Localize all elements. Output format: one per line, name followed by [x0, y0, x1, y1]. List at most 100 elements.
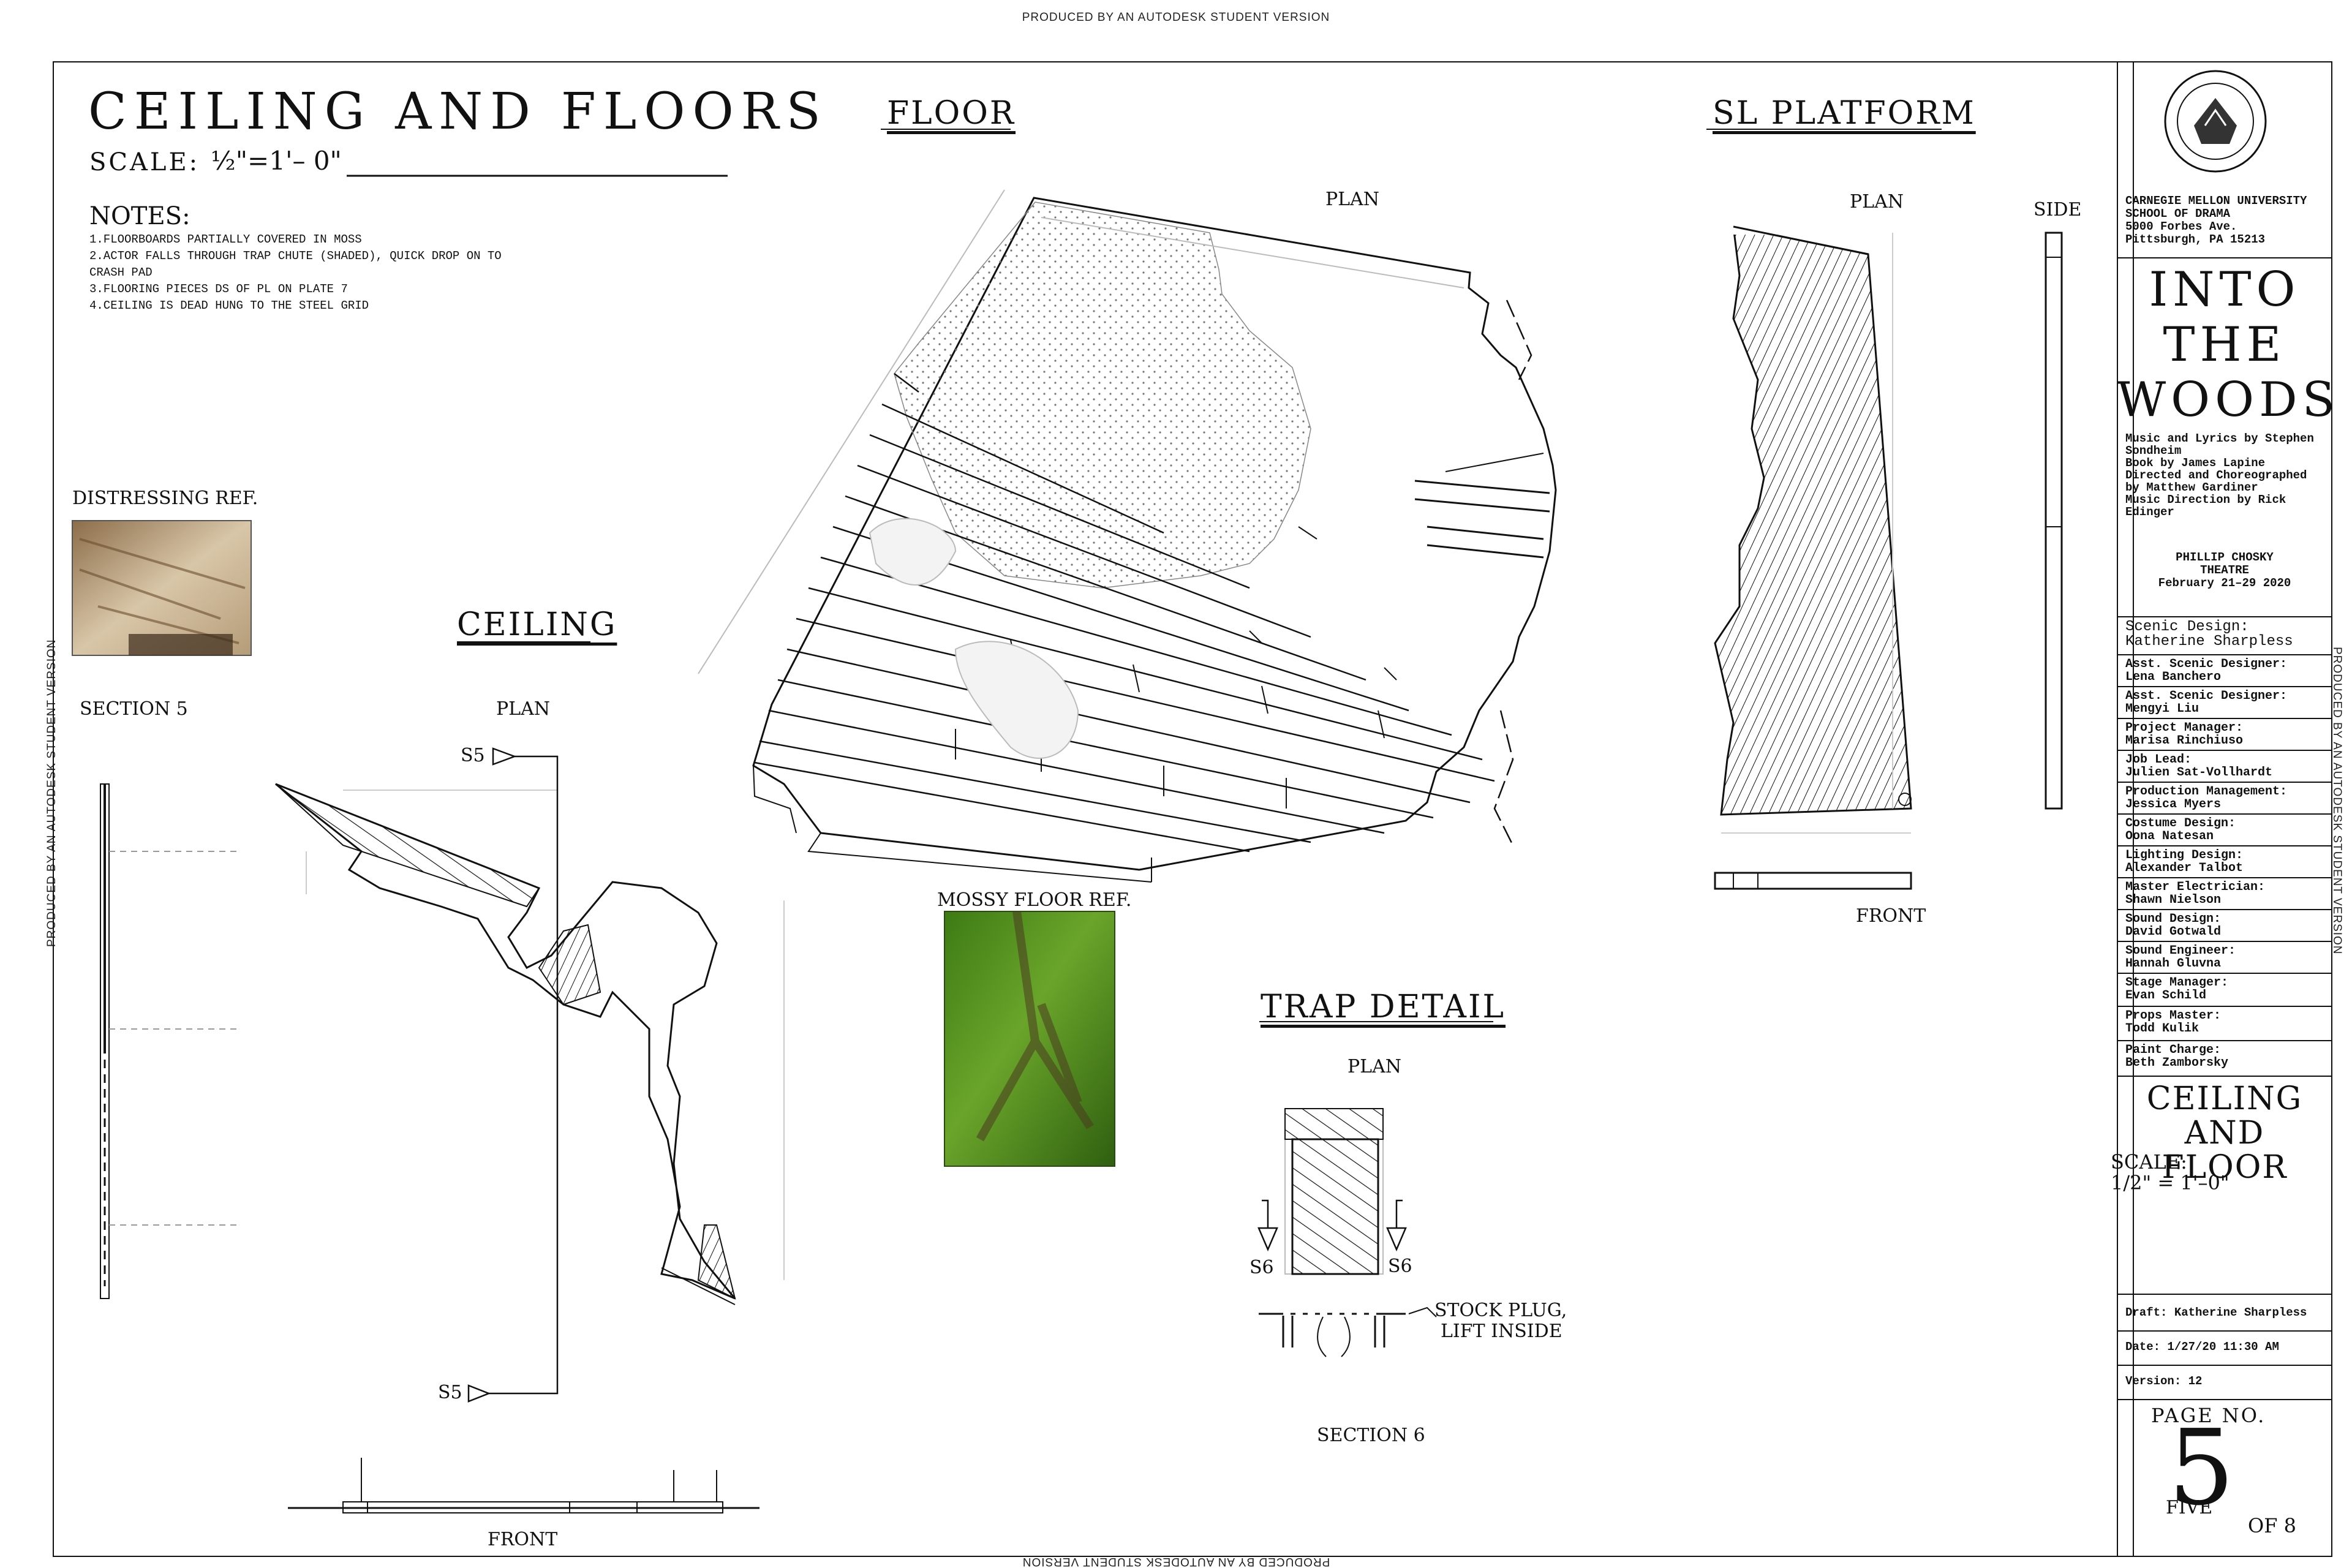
- staff-role: Asst. Scenic Designer:: [2125, 657, 2288, 671]
- note-line: 3.FLOORING PIECES DS OF PL ON PLATE 7: [89, 282, 348, 296]
- staff-row: Props Master: Todd Kulik: [2117, 1006, 2332, 1040]
- staff-row: Asst. Scenic Designer: Mengyi Liu: [2117, 686, 2332, 718]
- staff-role: Lighting Design:: [2125, 848, 2244, 862]
- sl-platform-heading: SL PLATFORM: [1713, 95, 1976, 132]
- date-line: Date: 1/27/20 11:30 AM: [2125, 1340, 2279, 1354]
- mossy-floor-ref-image: [944, 911, 1115, 1167]
- credit-line: Book by James Lapine: [2125, 456, 2266, 470]
- show-credits: Music and Lyrics by Stephen Sondheim Boo…: [2125, 432, 2314, 518]
- tb-divider: [2117, 1330, 2332, 1332]
- notes-heading: NOTES:: [89, 202, 190, 230]
- trap-detail-heading: TRAP DETAIL: [1261, 989, 1506, 1025]
- staff-row: Sound Engineer: Hannah Gluvna: [2117, 941, 2332, 973]
- credit-line: Edinger: [2125, 505, 2174, 519]
- staff-name: Hannah Gluvna: [2125, 957, 2222, 971]
- staff-role: Master Electrician:: [2125, 880, 2266, 894]
- staff-name: Oona Natesan: [2125, 829, 2214, 843]
- ceiling-front-label: FRONT: [488, 1529, 558, 1550]
- credit-line: Music Direction by Rick: [2125, 493, 2286, 507]
- ceiling-plan-drawing: [100, 641, 785, 1513]
- staff-row: Master Electrician: Shawn Nielson: [2117, 877, 2332, 909]
- show-title: INTO THE WOODS: [2117, 262, 2335, 428]
- staff-name: Shawn Nielson: [2125, 893, 2222, 907]
- trap-detail-drawing: [1257, 1021, 1493, 1357]
- staff-role: Sound Design:: [2125, 912, 2222, 926]
- tb-divider: [2117, 1294, 2332, 1295]
- page-word: FIVE: [2166, 1497, 2213, 1518]
- sheet-scale-value: ½"=1'– 0": [211, 146, 342, 176]
- note-line: 2.ACTOR FALLS THROUGH TRAP CHUTE (SHADED…: [89, 249, 502, 263]
- floor-heading: FLOOR: [887, 95, 1016, 132]
- sheet-title: CEILING AND FLOORS: [88, 83, 828, 141]
- s5-marker-top: S5: [461, 745, 485, 766]
- staff-row: Project Manager: Marisa Rinchiuso: [2117, 718, 2332, 750]
- staff-name: Lena Banchero: [2125, 670, 2222, 684]
- staff-role: Asst. Scenic Designer:: [2125, 689, 2288, 703]
- sheet-scale-label: SCALE:: [89, 148, 200, 176]
- staff-row: Costume Design: Oona Natesan: [2117, 813, 2332, 845]
- notes-list: 1.FLOORBOARDS PARTIALLY COVERED IN MOSS …: [89, 232, 502, 314]
- staff-role: Props Master:: [2125, 1009, 2222, 1023]
- school-dept: SCHOOL OF DRAMA: [2125, 207, 2231, 221]
- school-address-2: Pittsburgh, PA 15213: [2125, 233, 2266, 246]
- staff-row: Scenic Design: Katherine Sharpless: [2117, 616, 2332, 654]
- note-line: 4.CEILING IS DEAD HUNG TO THE STEEL GRID: [89, 299, 369, 312]
- note-line: CRASH PAD: [89, 266, 153, 279]
- distressing-ref-image: [72, 520, 252, 656]
- credit-line: by Matthew Gardiner: [2125, 481, 2258, 494]
- trap-plan-label: PLAN: [1348, 1056, 1402, 1077]
- ceiling-heading: CEILING: [457, 606, 617, 643]
- tb-scale-value: 1/2" = 1'–0": [2111, 1171, 2230, 1194]
- credit-line: Music and Lyrics by Stephen: [2125, 432, 2314, 445]
- watermark-top: PRODUCED BY AN AUTODESK STUDENT VERSION: [1022, 11, 1330, 24]
- tb-scale-label: SCALE:: [2111, 1150, 2187, 1174]
- show-title-line: INTO: [2149, 262, 2301, 317]
- staff-name: Katherine Sharpless: [2125, 633, 2293, 650]
- staff-name: Marisa Rinchiuso: [2125, 734, 2244, 748]
- tb-divider: [2117, 1399, 2332, 1400]
- staff-name: Julien Sat-Vollhardt: [2125, 766, 2273, 780]
- drawing-name-line: CEILING: [2146, 1080, 2303, 1117]
- staff-role: Job Lead:: [2125, 753, 2192, 767]
- sl-platform-front-label: FRONT: [1856, 905, 1926, 927]
- credit-line: Sondheim: [2125, 444, 2182, 458]
- venue-line: THEATRE: [2200, 564, 2249, 577]
- ceiling-plan-label: PLAN: [496, 698, 551, 720]
- s5-marker-bottom: S5: [438, 1382, 462, 1403]
- floor-plan-drawing: [698, 129, 1557, 883]
- show-title-line: THE: [2163, 317, 2286, 372]
- tb-divider: [2117, 1076, 2332, 1077]
- tb-divider: [2117, 257, 2332, 258]
- staff-name: Beth Zamborsky: [2125, 1056, 2229, 1070]
- title-block: [2117, 61, 2332, 1557]
- cmu-seal-icon: [2164, 70, 2267, 173]
- floor-plan-label: PLAN: [1325, 189, 1380, 210]
- credit-line: Directed and Choreographed: [2125, 469, 2307, 482]
- draft-line: Draft: Katherine Sharpless: [2125, 1306, 2307, 1319]
- venue-dates: February 21–29 2020: [2158, 576, 2291, 590]
- staff-name: Alexander Talbot: [2125, 861, 2244, 875]
- staff-row: Sound Design: David Gotwald: [2117, 909, 2332, 941]
- staff-name: Todd Kulik: [2125, 1022, 2199, 1036]
- version-line: Version: 12: [2125, 1374, 2203, 1388]
- staff-role: Project Manager:: [2125, 721, 2244, 735]
- staff-row: Stage Manager: Evan Schild: [2117, 973, 2332, 1006]
- stock-plug-label-2: LIFT INSIDE: [1441, 1321, 1562, 1342]
- staff-role: Production Management:: [2125, 785, 2288, 799]
- staff-role: Stage Manager:: [2125, 976, 2229, 990]
- tb-divider: [2117, 1365, 2332, 1366]
- staff-row: Production Management: Jessica Myers: [2117, 782, 2332, 813]
- staff-name: Mengyi Liu: [2125, 702, 2199, 716]
- page-of: OF 8: [2248, 1514, 2296, 1537]
- school-info: CARNEGIE MELLON UNIVERSITY SCHOOL OF DRA…: [2125, 195, 2307, 246]
- page-number: 5: [2168, 1408, 2235, 1529]
- staff-name: Evan Schild: [2125, 989, 2207, 1003]
- drawing-name-line: AND FLOOR: [2162, 1115, 2288, 1186]
- sl-platform-plan-label: PLAN: [1850, 191, 1904, 213]
- staff-role: Costume Design:: [2125, 816, 2236, 831]
- section6-label: SECTION 6: [1317, 1425, 1425, 1446]
- school-address-1: 5000 Forbes Ave.: [2125, 220, 2237, 233]
- staff-row: Lighting Design: Alexander Talbot: [2117, 845, 2332, 877]
- sl-platform-side-label: SIDE: [2034, 199, 2082, 221]
- stock-plug-label-1: STOCK PLUG,: [1434, 1300, 1567, 1321]
